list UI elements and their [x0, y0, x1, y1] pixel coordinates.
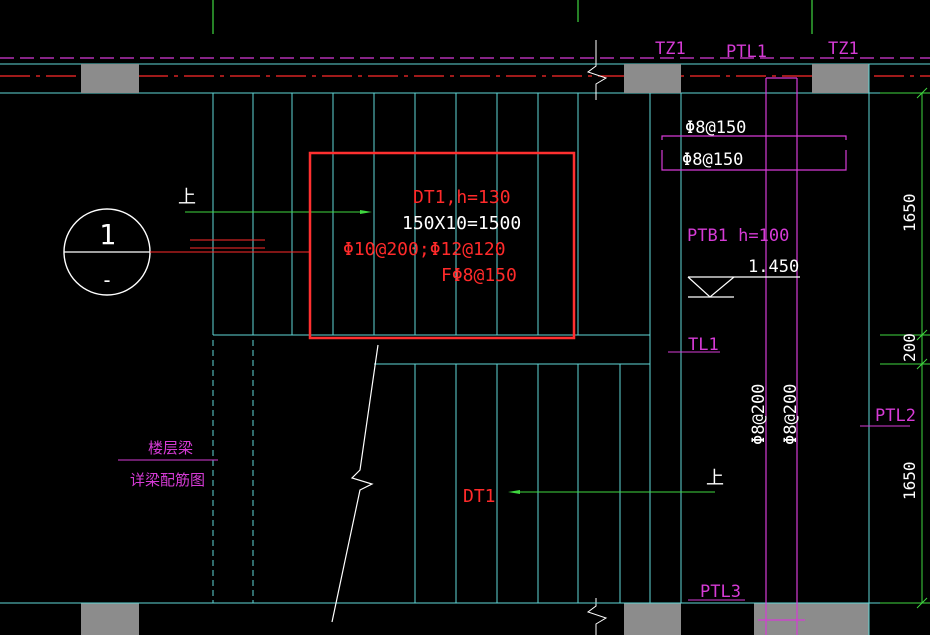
elevation-mark: [687, 276, 800, 298]
top-beam: [0, 57, 930, 94]
landing-rebar: [661, 77, 847, 635]
section-symbol: [63, 208, 310, 296]
rebar-top-2: Φ8@150: [682, 150, 743, 170]
dt1-dims: 150X10=1500: [402, 213, 521, 234]
up-arrow-bottom-label: 上: [706, 468, 724, 489]
note-line2: 详梁配筋图: [130, 471, 205, 489]
landing-walls: [649, 64, 870, 635]
label-ptl2: PTL2: [875, 406, 916, 426]
dt1-dist: FΦ8@150: [441, 265, 517, 286]
dt1-title: DT1,h=130: [413, 187, 511, 208]
label-dt1-lower: DT1: [463, 486, 496, 507]
break-symbols: [586, 40, 608, 635]
section-number: 1: [99, 218, 116, 251]
dim-bottom: 1650: [900, 461, 919, 500]
label-ptb1: PTB1 h=100: [687, 226, 789, 246]
dim-mid: 200: [900, 333, 919, 362]
up-arrow-bottom: [508, 490, 715, 494]
vertical-rebar-1: Φ8@200: [749, 384, 769, 445]
up-arrow-top: [185, 210, 372, 214]
label-tl1: TL1: [688, 335, 719, 355]
dimension-chain: [880, 87, 930, 609]
dim-top: 1650: [900, 193, 919, 232]
elevation-value: 1.450: [748, 257, 799, 277]
lower-flight: [0, 340, 930, 604]
upper-flight: [212, 93, 650, 336]
dt1-rebar: Φ10@200;Φ12@120: [343, 239, 506, 260]
label-ptl1: PTL1: [726, 42, 767, 62]
label-tz1-right: TZ1: [828, 39, 859, 59]
columns: [81, 64, 869, 635]
vertical-rebar-2: Φ8@200: [781, 384, 801, 445]
axis-lines: [212, 0, 813, 34]
label-ptl3: PTL3: [700, 582, 741, 602]
dt1-highlight-box: [308, 151, 576, 340]
note-line1: 楼层梁: [148, 439, 193, 457]
label-tz1-left: TZ1: [655, 39, 686, 59]
section-sub: -: [101, 268, 113, 292]
slope-break-line: [331, 344, 379, 623]
rebar-top-1: Φ8@150: [685, 118, 746, 138]
up-arrow-top-label: 上: [178, 187, 196, 208]
